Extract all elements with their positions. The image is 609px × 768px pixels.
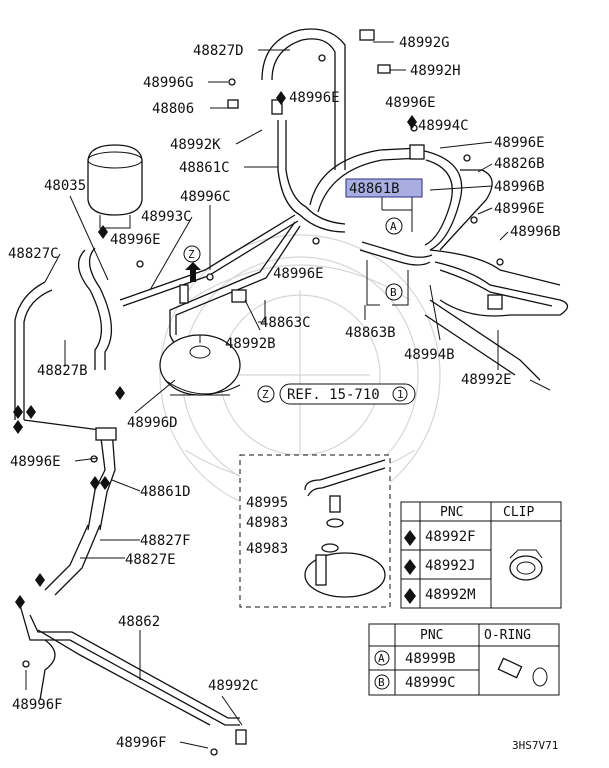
label-48983[interactable]: 48983 — [246, 515, 288, 531]
label-48994C[interactable]: 48994C — [418, 118, 469, 134]
oring-row-pnc[interactable]: 48999B — [405, 651, 456, 667]
diamond-f-icon — [404, 530, 416, 546]
bolt-glyphs — [22, 54, 504, 756]
label-48995[interactable]: 48995 — [246, 495, 288, 511]
label-48992E[interactable]: 48992E — [461, 372, 512, 388]
label-48861B[interactable]: 48861B — [349, 181, 400, 197]
label-48996E[interactable]: 48996E — [385, 95, 436, 111]
label-48861C[interactable]: 48861C — [179, 160, 230, 176]
callout-A[interactable]: A — [385, 217, 403, 235]
label-48992B[interactable]: 48992B — [225, 336, 276, 352]
svg-text:A: A — [378, 652, 385, 665]
clip-row-pnc[interactable]: 48992F — [425, 529, 476, 545]
label-48992K[interactable]: 48992K — [170, 137, 221, 153]
reference-box[interactable]: Z REF. 15-710 1 — [257, 383, 416, 405]
svg-text:REF. 15-710: REF. 15-710 — [287, 387, 380, 403]
svg-text:Z: Z — [188, 248, 195, 261]
label-48827B[interactable]: 48827B — [37, 363, 88, 379]
label-48996B[interactable]: 48996B — [510, 224, 561, 240]
hose-48827E-F[interactable] — [44, 524, 101, 596]
label-48996C[interactable]: 48996C — [180, 189, 231, 205]
diagram-code: 3HS7V71 — [512, 739, 558, 752]
hose-48827D[interactable] — [261, 28, 346, 170]
label-48862[interactable]: 48862 — [118, 614, 160, 630]
label-48992H[interactable]: 48992H — [410, 63, 461, 79]
clip-row-pnc[interactable]: 48992J — [425, 558, 476, 574]
hose-48826B[interactable] — [419, 149, 493, 251]
label-48992C[interactable]: 48992C — [208, 678, 259, 694]
label-48826B[interactable]: 48826B — [494, 156, 545, 172]
cooler-tube-48862[interactable] — [19, 604, 240, 726]
svg-text:Z: Z — [262, 388, 269, 401]
diamond-m-icon — [404, 588, 416, 604]
label-48806[interactable]: 48806 — [152, 101, 194, 117]
label-48996E[interactable]: 48996E — [10, 454, 61, 470]
label-48996E[interactable]: 48996E — [494, 135, 545, 151]
label-48994B[interactable]: 48994B — [404, 347, 455, 363]
clip-table: PNC CLIP 48992F 48992J 48992M — [400, 501, 562, 609]
callout-Z[interactable]: Z — [183, 245, 201, 263]
label-48996F[interactable]: 48996F — [12, 697, 63, 713]
up-arrow-icon — [185, 262, 201, 282]
inset-detail: 48995 48983 48983 — [239, 454, 391, 608]
oring-icon — [497, 657, 548, 687]
reservoir-48035[interactable] — [87, 144, 143, 229]
label-48992G[interactable]: 48992G — [399, 35, 450, 51]
hose-48861D[interactable] — [87, 429, 116, 531]
pressure-line-48863[interactable] — [359, 241, 433, 266]
steering-gear-lines[interactable] — [424, 249, 569, 381]
label-48863C[interactable]: 48863C — [260, 315, 311, 331]
svg-text:B: B — [378, 676, 385, 689]
clip-icon — [509, 549, 543, 581]
label-48996E[interactable]: 48996E — [110, 232, 161, 248]
clip-type-markers — [13, 91, 417, 609]
label-48827C[interactable]: 48827C — [8, 246, 59, 262]
oring-table-header-oring: O-RING — [484, 628, 531, 643]
part-labels: 48827D 48992G 48992H 48996G 48996E 48806… — [8, 35, 561, 751]
label-48996E[interactable]: 48996E — [289, 90, 340, 106]
label-48035[interactable]: 48035 — [44, 178, 86, 194]
label-48861D[interactable]: 48861D — [140, 484, 191, 500]
oring-table: PNC O-RING A B 48999B 48999C — [368, 623, 560, 696]
highlight-48861B — [345, 178, 423, 198]
label-48827F[interactable]: 48827F — [140, 533, 191, 549]
label-48996B[interactable]: 48996B — [494, 179, 545, 195]
diamond-j-icon — [404, 559, 416, 575]
clip-glyphs — [95, 29, 503, 745]
clip-row-pnc[interactable]: 48992M — [425, 587, 476, 603]
label-48996E[interactable]: 48996E — [273, 266, 324, 282]
label-48863B[interactable]: 48863B — [345, 325, 396, 341]
oring-table-header-pnc: PNC — [420, 628, 443, 643]
oring-row-pnc[interactable]: 48999C — [405, 675, 456, 691]
label-48996F[interactable]: 48996F — [116, 735, 167, 751]
hose-48861B[interactable] — [299, 147, 421, 233]
svg-text:A: A — [390, 220, 397, 233]
callout-B[interactable]: B — [385, 283, 403, 301]
label-48993C[interactable]: 48993C — [141, 209, 192, 225]
hose-48827C[interactable] — [14, 281, 53, 420]
hose-48827B[interactable] — [23, 247, 113, 431]
label-48996G[interactable]: 48996G — [143, 75, 194, 91]
clip-table-header-pnc: PNC — [440, 505, 463, 520]
label-48827D[interactable]: 48827D — [193, 43, 244, 59]
label-48996E[interactable]: 48996E — [494, 201, 545, 217]
label-48827E[interactable]: 48827E — [125, 552, 176, 568]
svg-text:B: B — [390, 286, 397, 299]
clip-table-header-clip: CLIP — [503, 505, 534, 520]
hose-48861C[interactable] — [277, 120, 307, 216]
svg-text:1: 1 — [397, 388, 404, 401]
label-48983[interactable]: 48983 — [246, 541, 288, 557]
label-48996D[interactable]: 48996D — [127, 415, 178, 431]
